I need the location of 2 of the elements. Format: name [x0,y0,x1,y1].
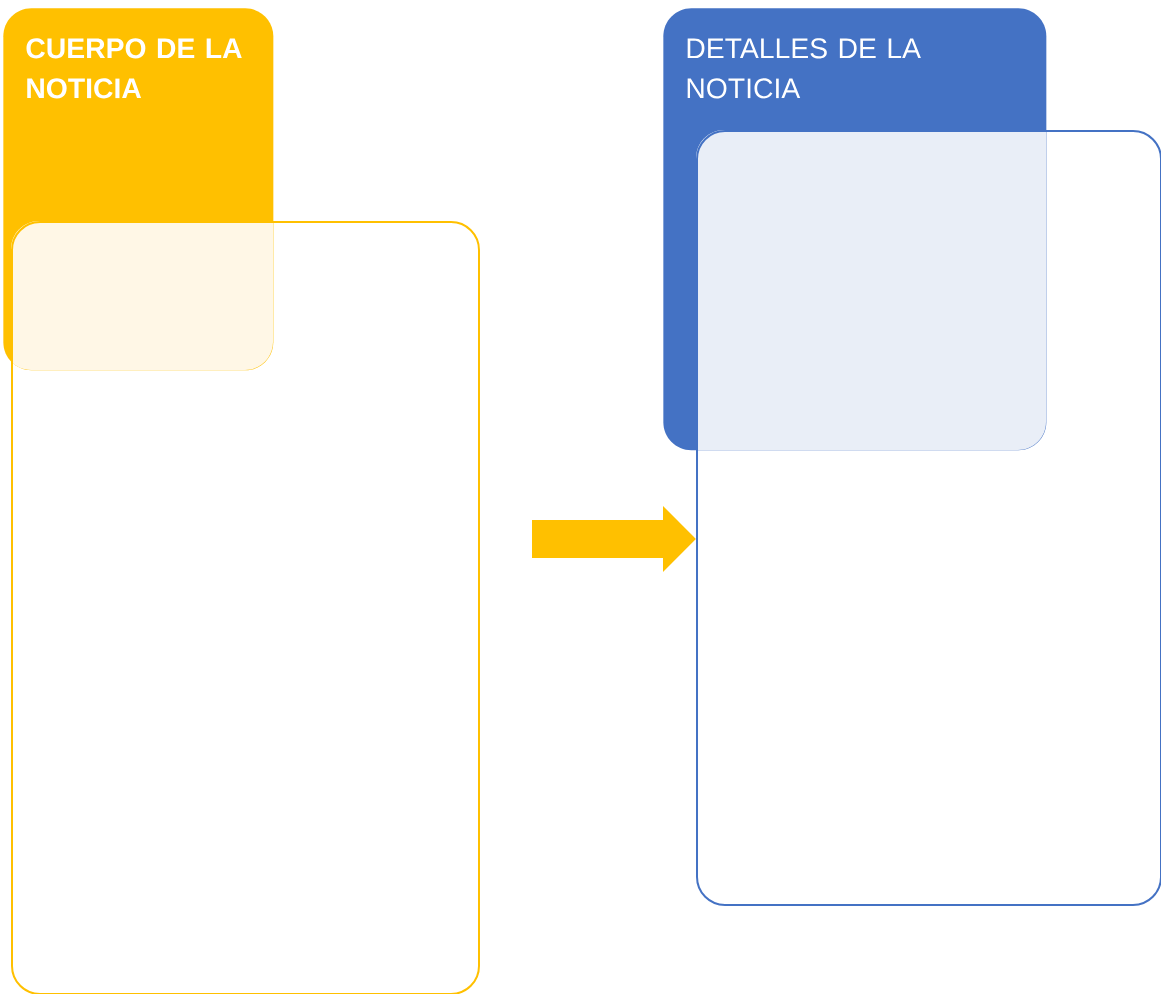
outlined-box [11,221,480,994]
outlined-box [696,130,1161,906]
